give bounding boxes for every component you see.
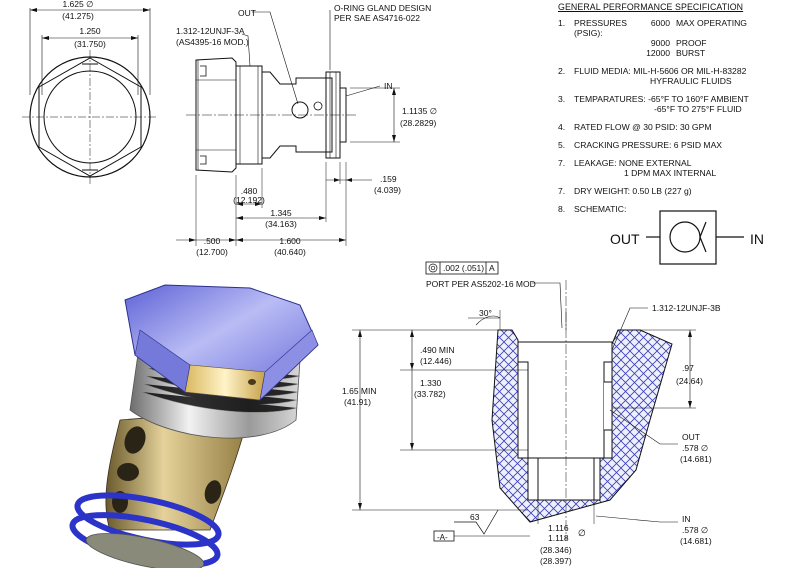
side-thread-note-2: (AS4395-16 MOD.) — [176, 37, 249, 47]
side-view — [176, 10, 400, 246]
spec-item-temperatures: 3. TEMPARATURES: -65°F TO 160°F AMBIENT … — [558, 94, 749, 114]
dim-97: .97 — [682, 363, 694, 373]
dim-159: .159 — [380, 174, 397, 184]
pressure-table: PRESSURES (PSIG): 6000 MAX OPERATING 900… — [574, 18, 747, 58]
port-in-dia-mm: (14.681) — [680, 536, 712, 546]
spec-item-rated-flow: 4. RATED FLOW @ 30 PSID: 30 GPM — [558, 122, 712, 132]
spec-item-dry-weight: 7. DRY WEIGHT: 0.50 LB (227 g) — [558, 186, 692, 196]
dim-165-mm: (41.91) — [344, 397, 371, 407]
schematic-in-label: IN — [750, 231, 764, 247]
check-valve-schematic — [646, 210, 744, 265]
spec-item-schematic: 8. SCHEMATIC: — [558, 204, 627, 214]
side-in-label: IN — [384, 81, 393, 91]
dim-1330: 1.330 — [420, 378, 442, 388]
fcf-datum: A — [489, 263, 495, 273]
dim-500-mm: (12.700) — [196, 247, 228, 257]
bottom-dia-2: 1.118 — [548, 533, 569, 543]
dim-490-mm: (12.446) — [420, 356, 452, 366]
angle-30: 30° — [479, 308, 492, 318]
spec-item-fluid-media: 2. FLUID MEDIA: MIL-H-5606 OR MIL-H-8328… — [558, 66, 747, 86]
port-in-label: IN — [682, 514, 691, 524]
port-section — [352, 261, 696, 542]
port-out-label: OUT — [682, 432, 700, 442]
dim-1345-mm: (34.163) — [265, 219, 297, 229]
dim-480: .480 — [241, 186, 258, 196]
surface-finish: 63 — [470, 512, 480, 522]
performance-spec: GENERAL PERFORMANCE SPECIFICATION 1. PRE… — [558, 2, 798, 222]
oring-note-1: O-RING GLAND DESIGN — [334, 3, 431, 13]
side-dia-right-mm: (28.2829) — [400, 118, 437, 128]
bottom-dia-1: 1.116 — [548, 523, 569, 533]
schematic-out-label: OUT — [610, 231, 640, 247]
valve-3d-render — [69, 284, 319, 568]
dim-480-mm: (12.192) — [233, 195, 265, 205]
bottom-mm-2: (28.397) — [540, 556, 572, 566]
port-thread-note: 1.312-12UNJF-3B — [652, 303, 721, 313]
port-out-dia-mm: (14.681) — [680, 454, 712, 464]
dim-1600: 1.600 — [279, 236, 301, 246]
dim-1345: 1.345 — [270, 208, 292, 218]
side-out-label: OUT — [238, 8, 256, 18]
datum-a: -A- — [437, 533, 448, 542]
spec-item-cracking-pressure: 5. CRACKING PRESSURE: 6 PSID MAX — [558, 140, 723, 150]
top-inner-dia-mm: (31.750) — [74, 39, 106, 49]
side-thread-note-1: 1.312-12UNJF-3A — [176, 26, 245, 36]
bottom-mm-1: (28.346) — [540, 545, 572, 555]
dim-490: .490 MIN — [420, 345, 455, 355]
top-outer-dia-mm: (41.275) — [62, 11, 94, 21]
spec-item-pressures: 1. PRESSURES (PSIG): 6000 MAX OPERATING … — [558, 18, 798, 58]
top-inner-dia: 1.250 — [79, 26, 101, 36]
dim-159-mm: (4.039) — [374, 185, 401, 195]
bottom-dia-symbol: ∅ — [578, 528, 586, 538]
dim-1600-mm: (40.640) — [274, 247, 306, 257]
port-note: PORT PER AS5202-16 MOD — [426, 279, 536, 289]
dim-97-mm: (24.64) — [676, 376, 703, 386]
fcf-value: .002 (.051) — [443, 263, 484, 273]
spec-item-leakage: 7. LEAKAGE: NONE EXTERNAL 1 DPM MAX INTE… — [558, 158, 717, 178]
top-outer-dia: 1.625 ∅ — [62, 0, 93, 9]
top-view — [22, 8, 158, 184]
dim-1330-mm: (33.782) — [414, 389, 446, 399]
oring-note-2: PER SAE AS4716-022 — [334, 13, 420, 23]
dim-165: 1.65 MIN — [342, 386, 377, 396]
side-dia-right: 1.1135 ∅ — [402, 106, 437, 116]
port-in-dia: .578 ∅ — [682, 525, 708, 535]
port-out-dia: .578 ∅ — [682, 443, 708, 453]
dim-500: .500 — [204, 236, 221, 246]
spec-heading: GENERAL PERFORMANCE SPECIFICATION — [558, 2, 744, 12]
